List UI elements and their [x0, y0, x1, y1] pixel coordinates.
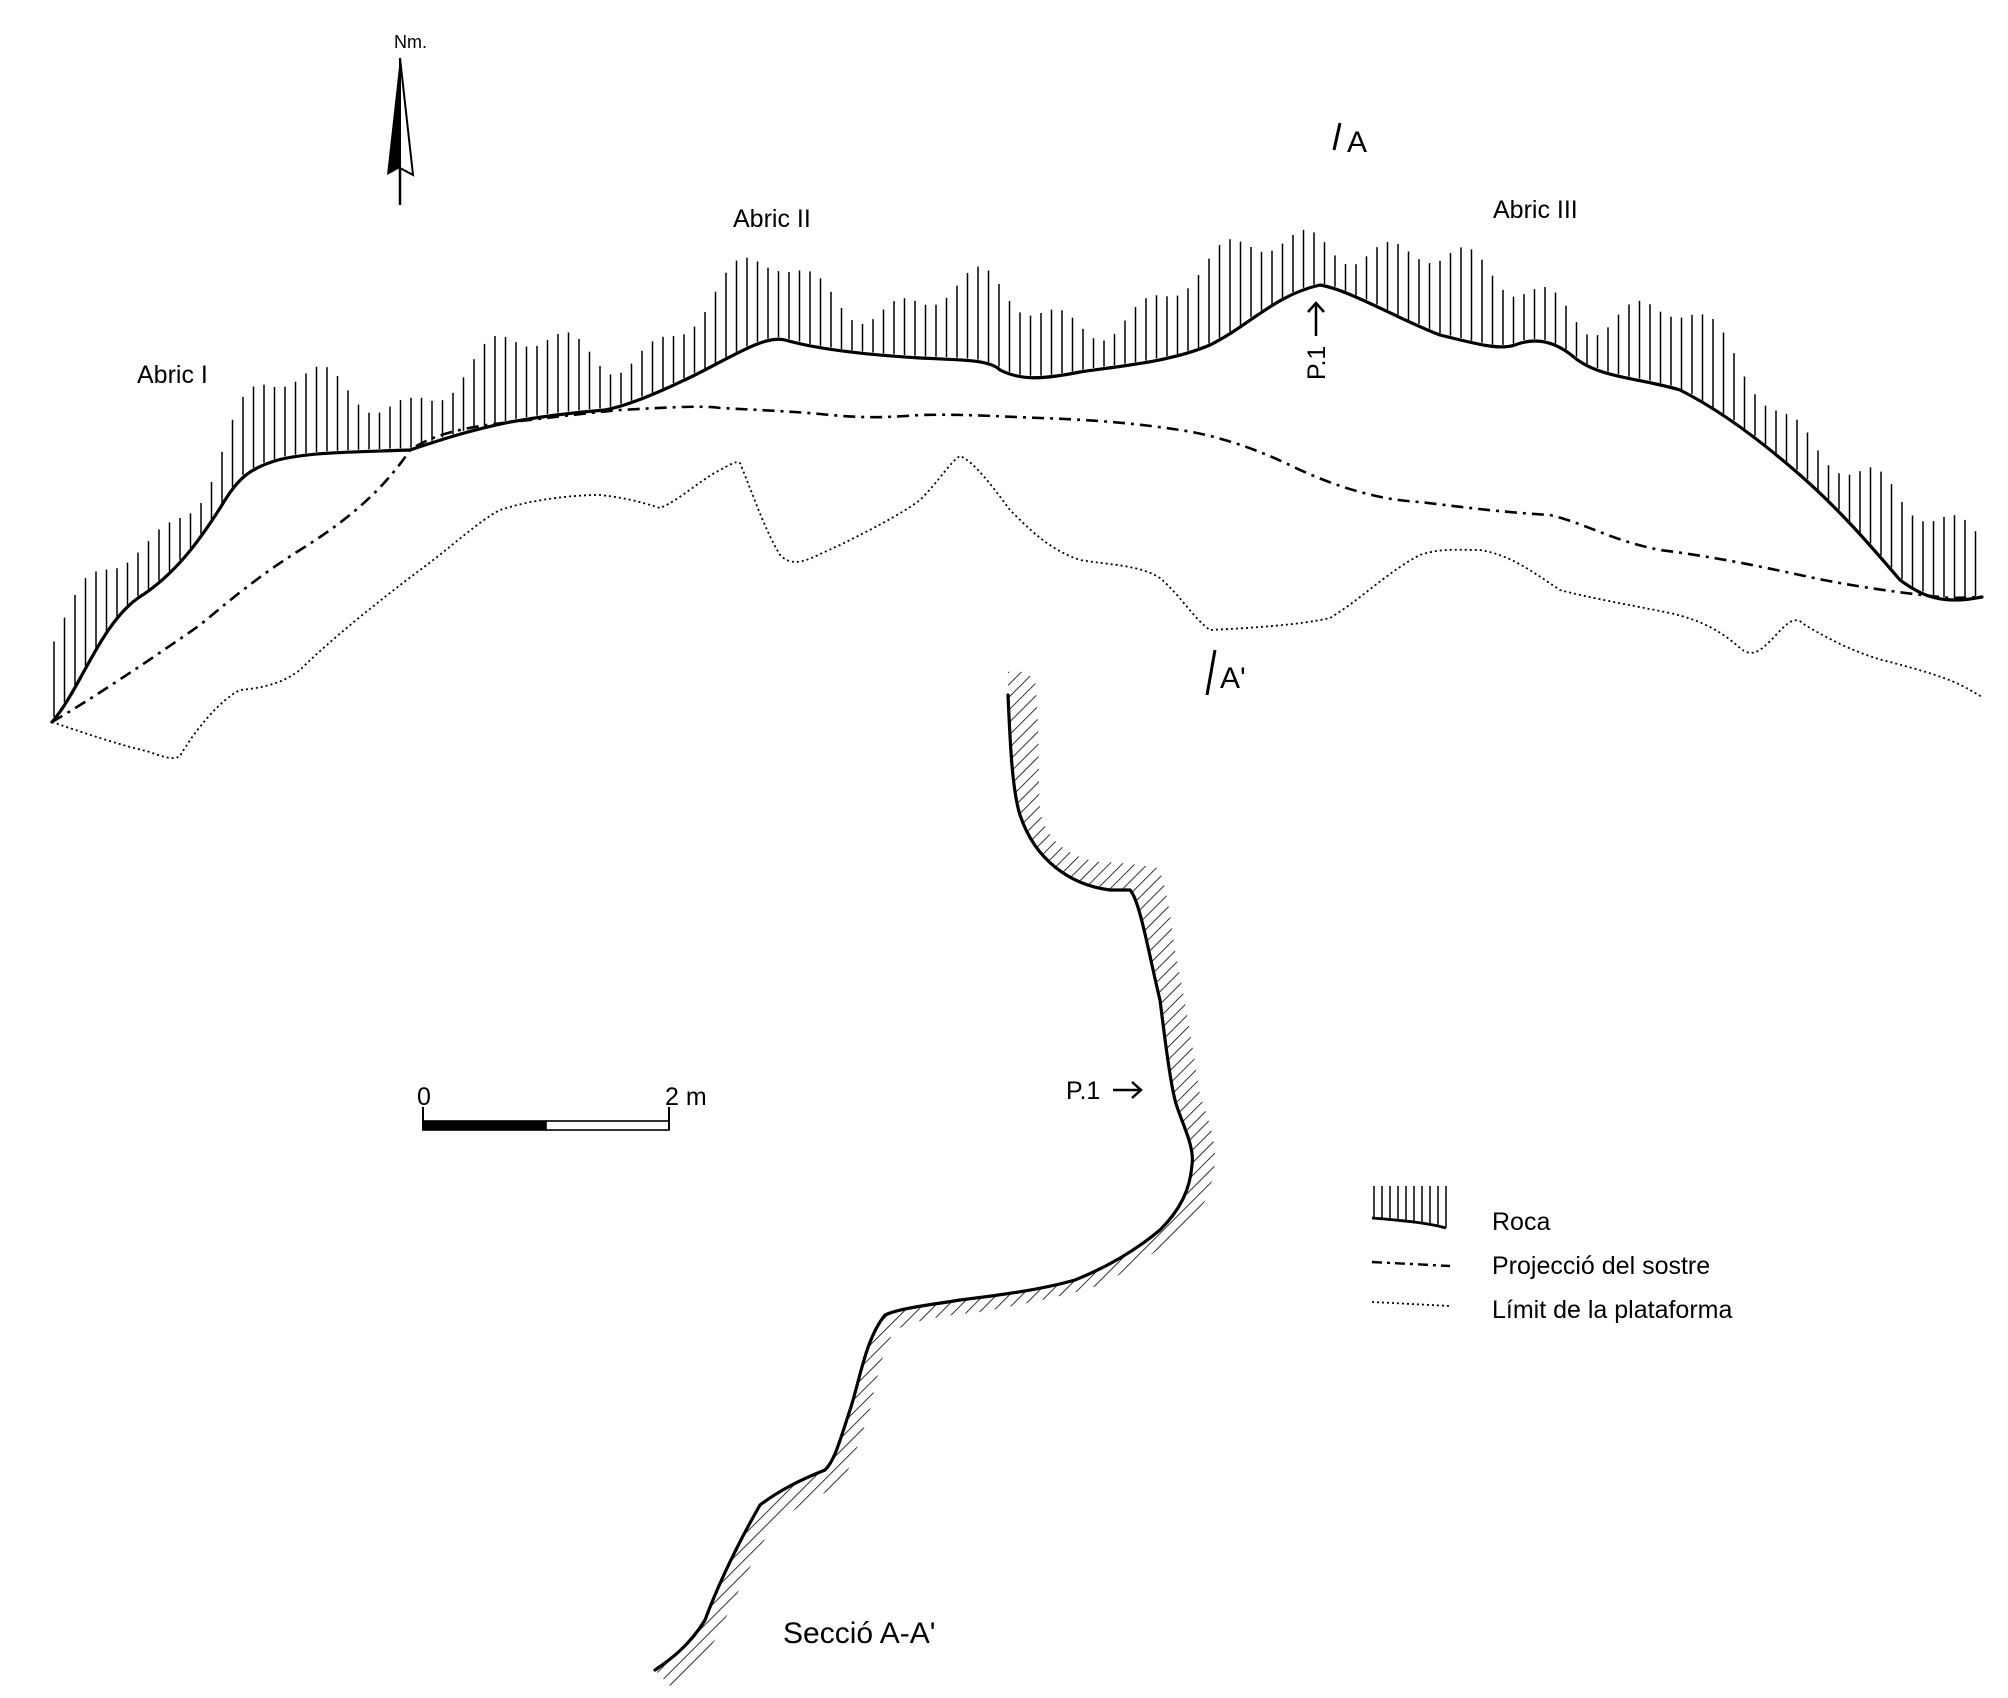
section-rock-line — [653, 693, 1194, 1672]
section-point-p1: P.1 — [1066, 1077, 1143, 1105]
scale-end-label: 2 m — [665, 1083, 707, 1111]
section-title: Secció A-A' — [783, 1617, 935, 1650]
section-profile: P.1 Secció A-A' — [653, 670, 1215, 1686]
abric-3-label: Abric III — [1493, 196, 1578, 224]
scale-bar-dark-segment — [422, 1120, 547, 1131]
section-point-p1-label: P.1 — [1066, 1077, 1100, 1105]
abric-2-label: Abric II — [733, 205, 811, 233]
plan-p1-arrow-head — [1307, 301, 1325, 313]
section-a-prime-label: A' — [1220, 662, 1246, 695]
plan-point-p1: P.1 — [1303, 301, 1331, 380]
scale-bar-light-segment — [545, 1120, 670, 1131]
scale-bar: 0 2 m — [417, 1083, 707, 1131]
section-a-label: A — [1347, 126, 1367, 159]
legend: Roca Projecció del sostre Límit de la pl… — [1371, 1186, 1732, 1324]
north-arrow-light-half — [399, 57, 415, 177]
section-rock-hatch — [655, 670, 1215, 1686]
legend-roof-projection-label: Projecció del sostre — [1492, 1252, 1710, 1280]
legend-rock-symbol — [1371, 1186, 1447, 1230]
north-arrow: Nm. — [387, 32, 427, 205]
rock-hatching — [53, 229, 1977, 717]
abric-1-label: Abric I — [137, 361, 208, 389]
legend-rock-label: Roca — [1492, 1208, 1550, 1236]
scale-start-label: 0 — [417, 1083, 431, 1111]
section-marker-a-prime: A' — [1205, 649, 1246, 696]
legend-rock-baseline — [1371, 1216, 1447, 1230]
section-p1-arrow-head — [1131, 1081, 1143, 1099]
north-arrow-dark-half — [387, 58, 400, 175]
legend-roof-projection-symbol — [1371, 1260, 1451, 1268]
plan-point-p1-label: P.1 — [1303, 346, 1331, 380]
legend-platform-limit-symbol — [1371, 1301, 1451, 1307]
north-label: Nm. — [394, 32, 427, 52]
rock-outline — [50, 283, 1984, 724]
legend-platform-limit-label: Límit de la plataforma — [1492, 1296, 1732, 1324]
section-marker-a: A — [1332, 122, 1367, 159]
